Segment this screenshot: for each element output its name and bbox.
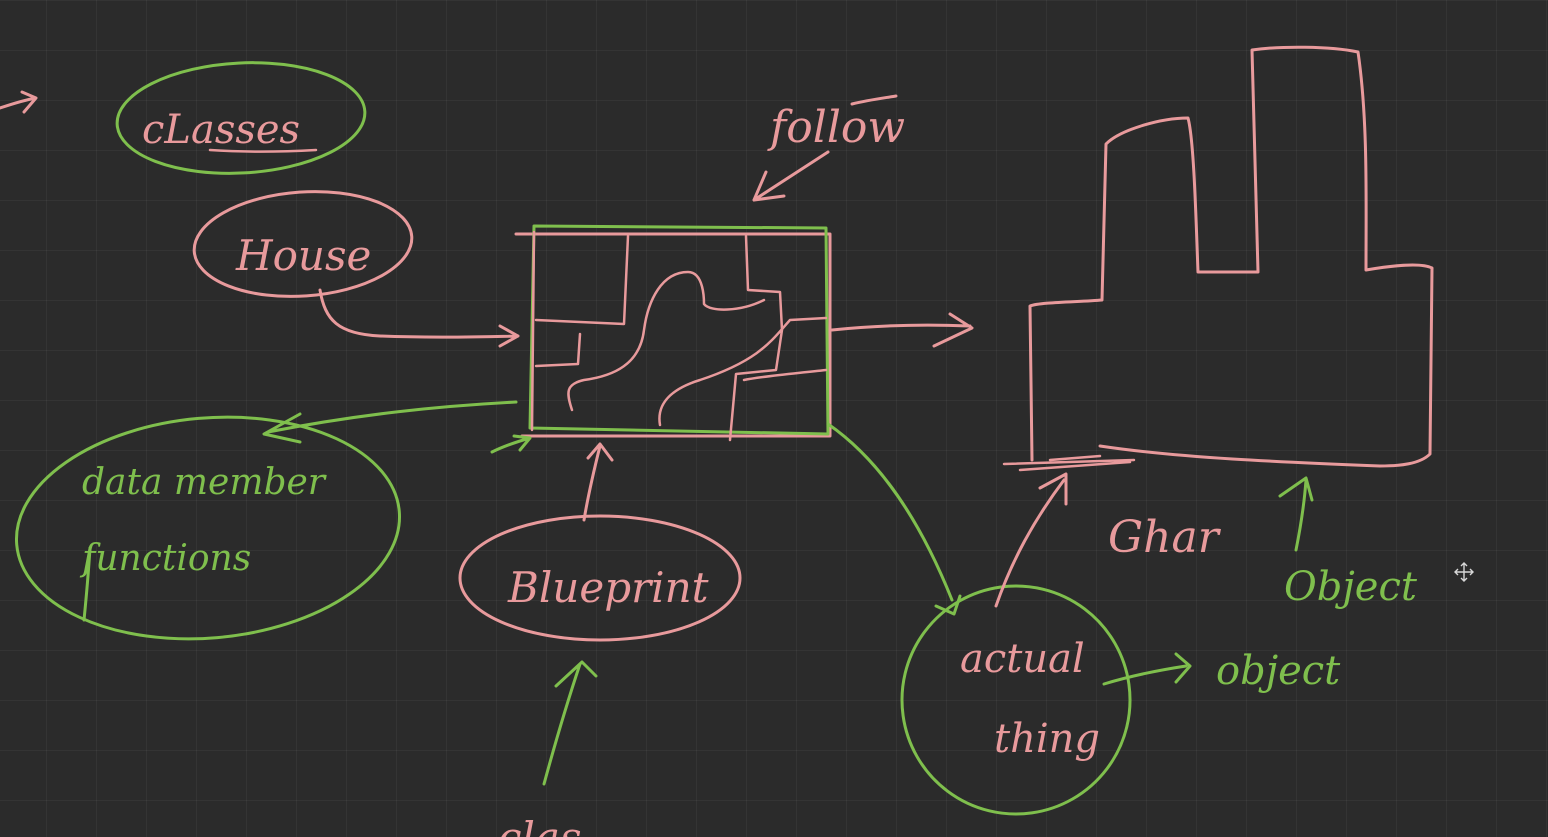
house-label: House [235,231,371,280]
functions-descender [82,546,92,622]
object-arrow-label: object [1216,648,1341,694]
house-ellipse [192,190,414,298]
follow-underline [850,94,898,106]
functions-label: functions [79,538,251,579]
data-member-label: data member [82,462,327,503]
blueprint-ellipse [458,514,742,642]
actual-to-ghar-arrow [994,472,1068,608]
small-arrow-to-box [490,434,532,454]
left-edge-arrow [0,90,38,114]
house-to-blueprint-arrow [318,288,520,348]
class-bottom-label: clas [498,813,582,837]
classes-underline [208,148,318,153]
actual-thing-ellipse [900,584,1132,816]
ghar-house-outline [1028,45,1434,468]
box-to-house-arrow [830,312,974,348]
actual-label: actual [960,636,1085,682]
thing-label: thing [994,716,1100,762]
box-to-data-member-arrow [262,400,518,444]
box-to-actual-arrow [826,422,962,616]
blueprint-maze-box [514,224,832,442]
classes-label: cLasses [142,107,300,153]
object-right-label: Object [1284,564,1418,610]
blueprint-to-box-arrow [582,442,614,522]
object-to-house-arrow [1278,476,1314,552]
follow-label: follow [767,102,905,153]
move-cursor-icon [1454,562,1474,582]
follow-arrow [752,150,830,202]
ghar-base-scribble [1002,454,1136,472]
class-to-blueprint-arrow [542,660,598,786]
data-member-ellipse [14,415,402,641]
classes-ellipse [115,61,367,175]
blueprint-label: Blueprint [507,563,709,612]
ghar-label: Ghar [1108,512,1222,563]
actual-to-object-arrow [1102,652,1192,686]
